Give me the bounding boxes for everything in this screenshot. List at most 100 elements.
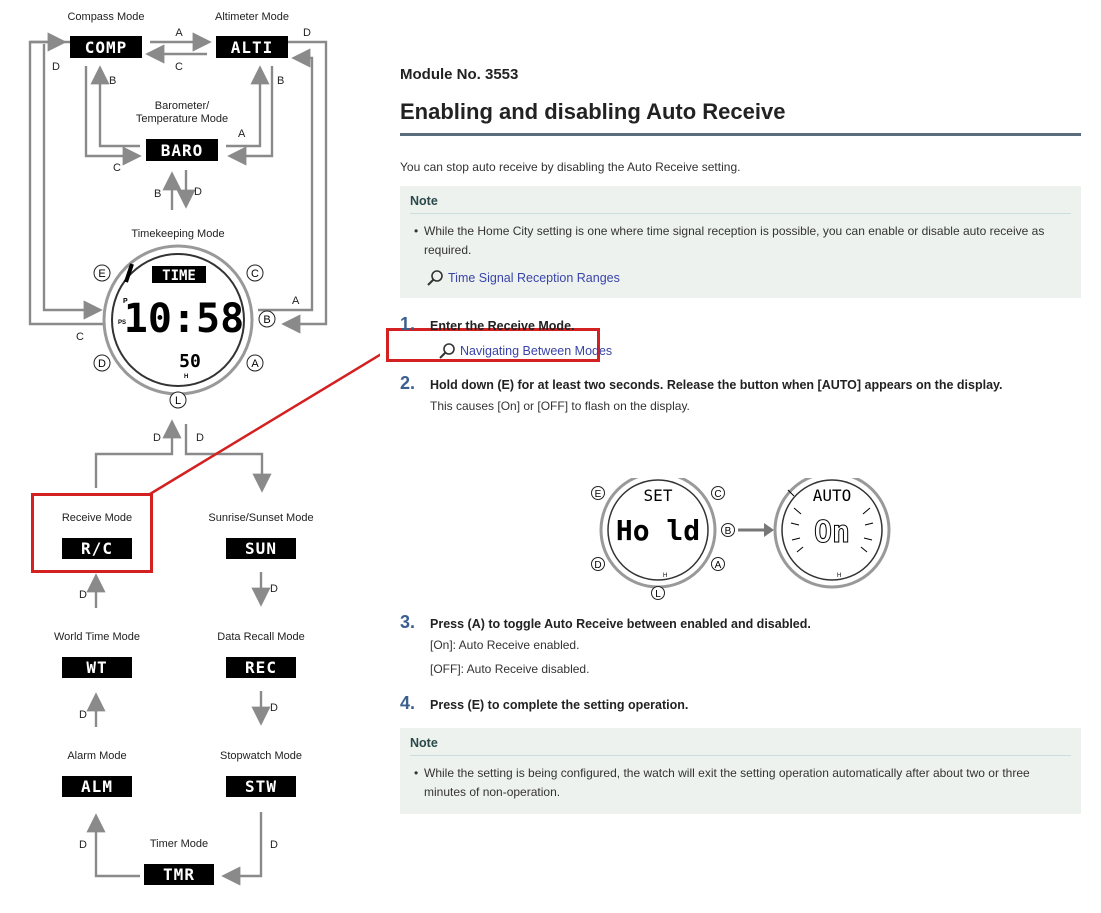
key-c-label: C [76, 331, 84, 343]
button-e-label: E [98, 268, 105, 280]
svg-text:BARO: BARO [161, 141, 204, 160]
button-d-label: D [98, 358, 106, 370]
step-number: 1. [400, 314, 416, 334]
intro-text: You can stop auto receive by disabling t… [400, 160, 741, 174]
set-auto-figure: SET Ho ld H E C B D A L AUTO On H [591, 478, 891, 600]
step-3-detail-on: [On]: Auto Receive enabled. [430, 638, 580, 652]
receive-mode-label: Receive Mode [62, 512, 132, 524]
svg-text:PS: PS [118, 320, 126, 326]
key-d-label: D [270, 839, 278, 851]
baro-label-2: Temperature Mode [136, 113, 228, 125]
key-d-label: D [270, 583, 278, 595]
button-c-label: C [251, 268, 259, 280]
worldtime-lcd: WT [62, 657, 132, 678]
svg-text:L: L [655, 589, 661, 600]
step-2-detail: This causes [On] or [OFF] to flash on th… [430, 399, 690, 413]
svg-text:H: H [837, 573, 841, 579]
time-display: 10:58 [124, 296, 244, 342]
key-d-label: D [194, 186, 202, 198]
svg-text:On: On [814, 515, 850, 550]
svg-text:WT: WT [86, 658, 107, 677]
key-d-label: D [303, 27, 311, 39]
step1-highlight [386, 328, 600, 362]
note-box: Note While the setting is being configur… [400, 728, 1081, 814]
worldtime-mode-label: World Time Mode [54, 631, 140, 643]
step-3: 3. Press (A) to toggle Auto Receive betw… [400, 612, 1081, 633]
step-text: Hold down (E) for at least two seconds. … [430, 378, 1003, 392]
receive-mode-highlight [31, 493, 153, 573]
baro-lcd: BARO [146, 139, 218, 161]
svg-text:E: E [595, 489, 602, 500]
button-l-label: L [175, 395, 181, 407]
svg-text:D: D [594, 560, 601, 571]
svg-text:P: P [123, 298, 128, 305]
svg-text:STW: STW [245, 777, 277, 796]
timekeeping-mode-label: Timekeeping Mode [131, 228, 224, 240]
datarecall-mode-label: Data Recall Mode [217, 631, 304, 643]
navigating-modes-link[interactable]: Navigating Between Modes [438, 343, 1081, 359]
svg-text:SET: SET [644, 486, 673, 505]
compass-mode-label: Compass Mode [67, 11, 144, 23]
datarecall-lcd: REC [226, 657, 296, 678]
key-d-label: D [79, 839, 87, 851]
article: Module No. 3553 Enabling and disabling A… [400, 66, 1081, 814]
key-d-label: D [79, 589, 87, 601]
step-number: 3. [400, 612, 416, 632]
svg-text:B: B [725, 526, 732, 537]
svg-text:H: H [184, 374, 188, 380]
mode-navigation-diagram: Compass Mode COMP Altimeter Mode ALTI A … [28, 11, 380, 886]
step-2: 2. Hold down (E) for at least two second… [400, 373, 1081, 394]
button-b-label: B [263, 314, 270, 326]
note-item: While the Home City setting is one where… [414, 222, 1071, 260]
note-title: Note [410, 736, 1071, 756]
svg-text:REC: REC [245, 658, 277, 677]
step-text: Press (E) to complete the setting operat… [430, 698, 689, 712]
stopwatch-mode-label: Stopwatch Mode [220, 750, 302, 762]
alarm-mode-label: Alarm Mode [67, 750, 126, 762]
compass-lcd: COMP [70, 36, 142, 58]
key-b-label: B [277, 75, 284, 87]
step-number: 4. [400, 693, 416, 713]
key-d-label: D [52, 61, 60, 73]
altimeter-lcd: ALTI [216, 36, 288, 58]
svg-text:Ho ld: Ho ld [616, 514, 700, 547]
svg-text:ALTI: ALTI [231, 38, 274, 57]
svg-text:SUN: SUN [245, 539, 277, 558]
key-d-label: D [196, 432, 204, 444]
key-b-label: B [109, 75, 116, 87]
step-text: Press (A) to toggle Auto Receive between… [430, 617, 811, 631]
svg-text:COMP: COMP [85, 38, 128, 57]
sunrise-lcd: SUN [226, 538, 296, 559]
sunrise-mode-label: Sunrise/Sunset Mode [208, 512, 313, 524]
svg-text:C: C [714, 489, 721, 500]
time-signal-ranges-link[interactable]: Time Signal Reception Ranges [426, 270, 1071, 286]
key-a-label: A [175, 27, 183, 39]
page-title: Enabling and disabling Auto Receive [400, 99, 1081, 136]
key-b-label: B [154, 188, 161, 200]
alarm-lcd: ALM [62, 776, 132, 797]
step-4: 4. Press (E) to complete the setting ope… [400, 693, 1081, 714]
svg-text:A: A [715, 560, 722, 571]
note-item: While the setting is being configured, t… [414, 764, 1071, 802]
svg-text:H: H [663, 573, 667, 579]
magnifier-icon [439, 343, 455, 359]
svg-text:R/C: R/C [81, 539, 113, 558]
timer-mode-label: Timer Mode [150, 838, 208, 850]
note-box: Note While the Home City setting is one … [400, 186, 1081, 298]
step-3-detail-off: [OFF]: Auto Receive disabled. [430, 662, 590, 676]
key-d-label: D [153, 432, 161, 444]
stopwatch-lcd: STW [226, 776, 296, 797]
svg-text:TIME: TIME [162, 268, 196, 284]
step-1: 1. Enter the Receive Mode. [400, 314, 1081, 335]
note-title: Note [410, 194, 1071, 214]
key-a-label: A [292, 295, 300, 307]
svg-text:AUTO: AUTO [813, 486, 852, 505]
key-c-label: C [175, 61, 183, 73]
svg-text:TMR: TMR [163, 865, 195, 884]
timekeeping-watch: TIME 10:58 50 P PS H E C B D A L [93, 244, 276, 409]
set-hold-watch: SET Ho ld H E C B D A L [591, 478, 735, 600]
key-c-label: C [113, 162, 121, 174]
step-text: Enter the Receive Mode. [430, 319, 575, 333]
auto-on-watch: AUTO On H [773, 478, 891, 589]
baro-label-1: Barometer/ [155, 100, 210, 112]
